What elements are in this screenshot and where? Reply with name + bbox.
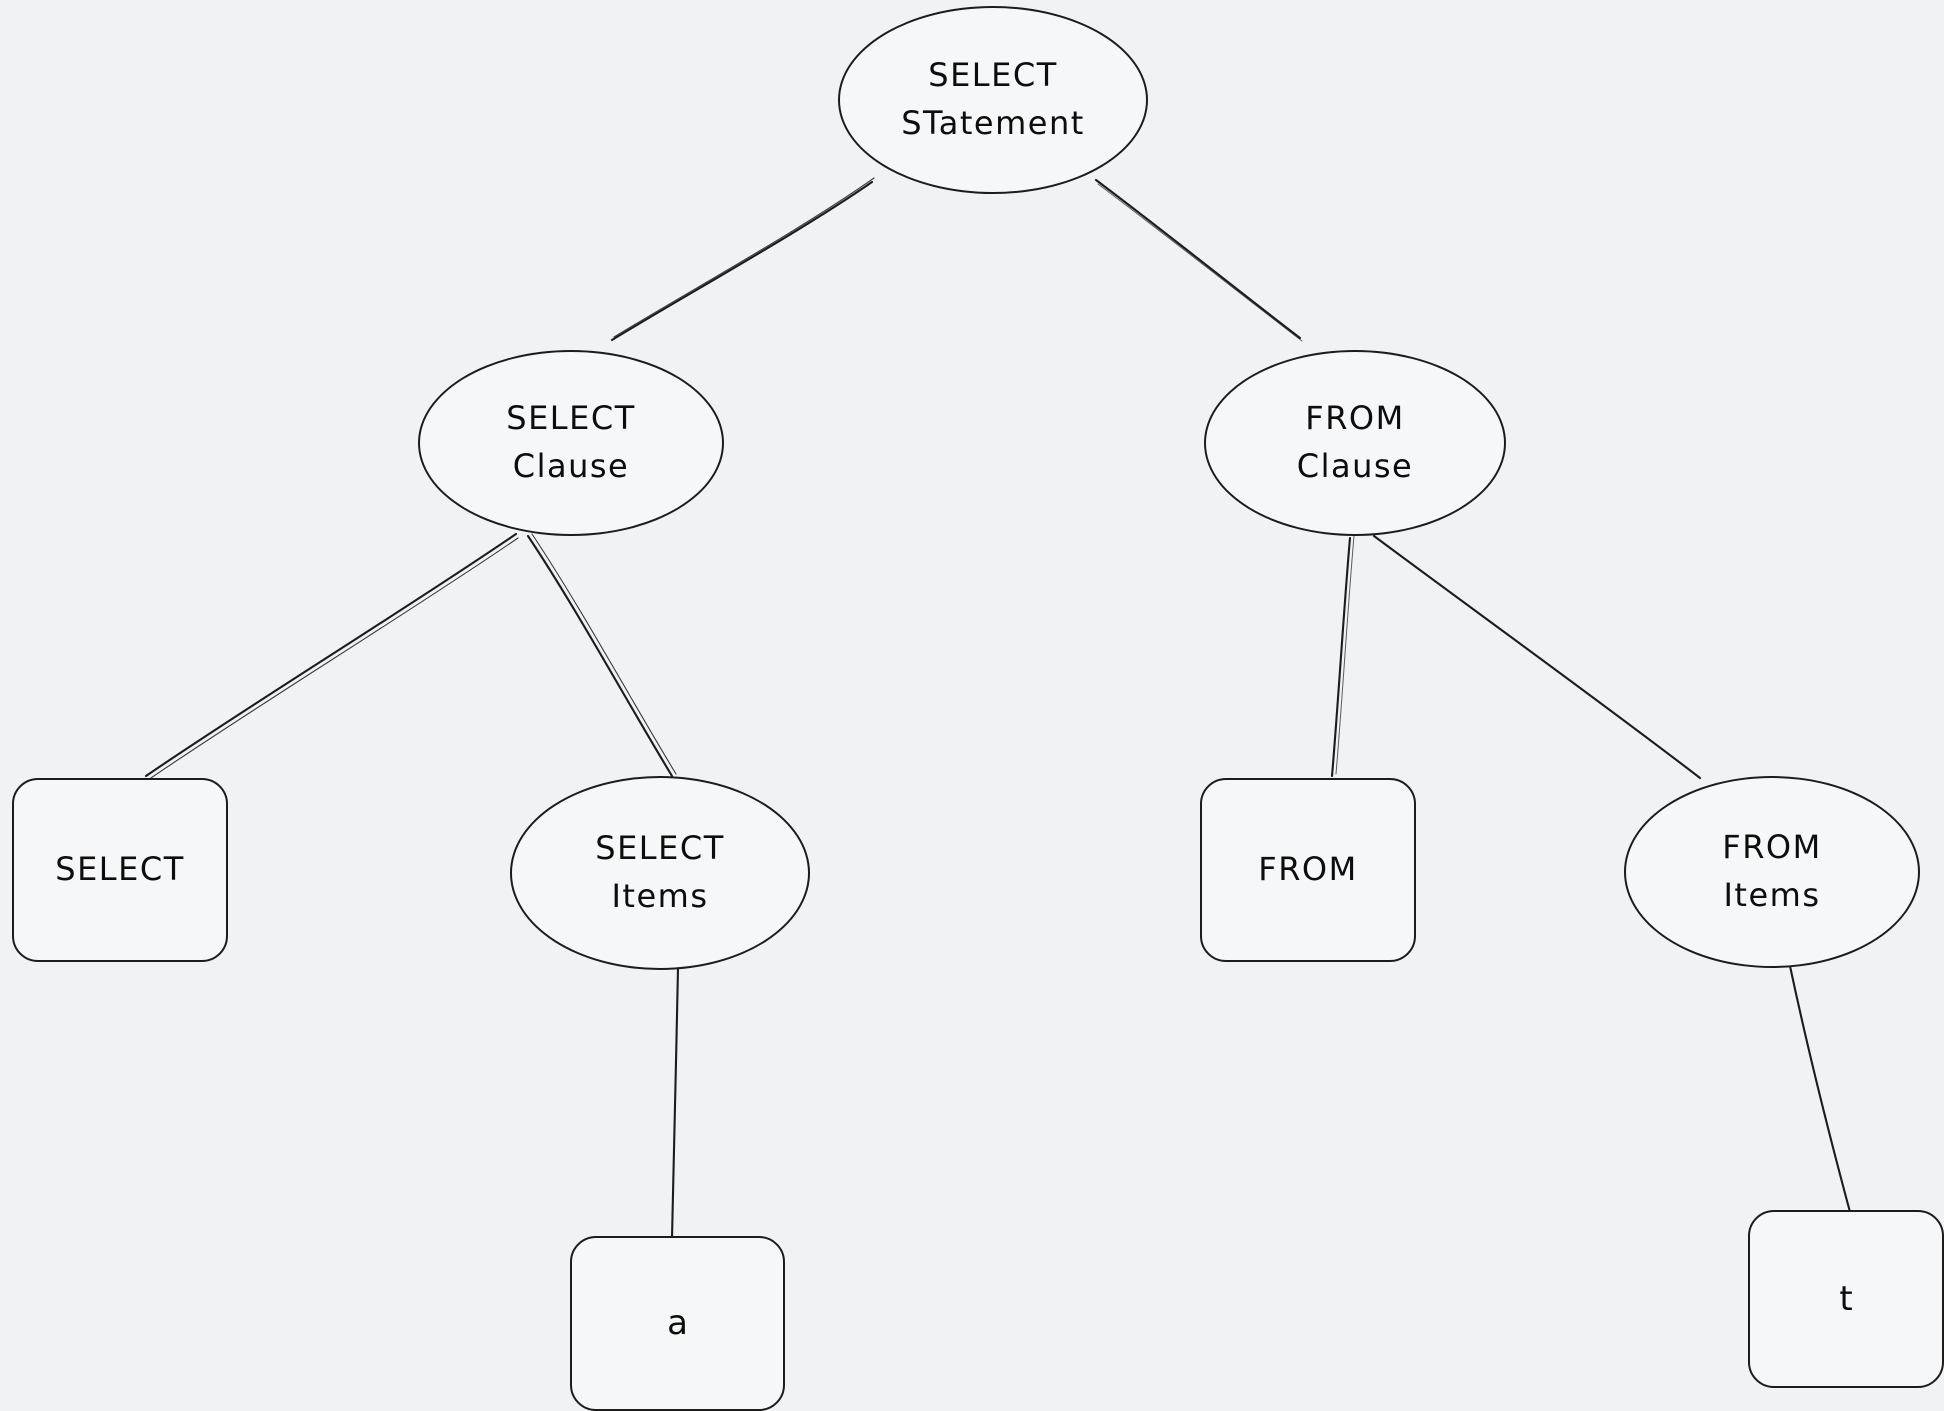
node-select-items-line2: Items: [611, 877, 709, 915]
node-select-terminal[interactable]: SELECT: [12, 778, 228, 962]
node-from-terminal-label: FROM: [1258, 850, 1358, 889]
node-select-clause-line2: Clause: [512, 447, 630, 485]
edge-select-clause-to-select-terminal-b: [147, 537, 519, 781]
node-select-items-line1: SELECT: [595, 829, 725, 868]
edge-select-clause-to-select-terminal: [144, 532, 518, 778]
edge-select-clause-to-select-items: [526, 534, 674, 778]
node-select-terminal-label: SELECT: [55, 850, 185, 889]
edge-root-to-select-clause-b: [613, 177, 875, 338]
node-column-a-label: a: [667, 1303, 688, 1344]
node-table-t[interactable]: t: [1748, 1210, 1944, 1388]
node-column-a[interactable]: a: [570, 1236, 785, 1411]
node-from-items-line1: FROM: [1722, 828, 1822, 867]
edge-root-to-select-clause: [610, 180, 874, 342]
node-select-clause-line1: SELECT: [506, 399, 636, 438]
edge-from-clause-to-from-terminal-b: [1335, 535, 1355, 775]
edge-select-clause-to-select-items-b: [531, 533, 677, 775]
node-from-clause[interactable]: FROM Clause: [1204, 350, 1506, 536]
node-select-items[interactable]: SELECT Items: [510, 776, 810, 970]
edge-from-items-to-table-t: [1788, 964, 1852, 1214]
node-from-clause-line1: FROM: [1305, 399, 1405, 438]
node-select-statement[interactable]: SELECT STatement: [838, 6, 1148, 194]
edge-root-to-from-clause-b: [1097, 183, 1303, 342]
node-from-terminal[interactable]: FROM: [1200, 778, 1416, 962]
node-select-statement-line2: STatement: [901, 104, 1085, 142]
node-from-clause-line2: Clause: [1296, 447, 1414, 485]
edge-from-clause-to-from-items: [1372, 534, 1702, 780]
node-from-items[interactable]: FROM Items: [1624, 776, 1920, 968]
edge-select-items-to-column-a: [670, 966, 680, 1240]
edge-from-clause-to-from-terminal: [1330, 536, 1352, 778]
node-from-items-line2: Items: [1723, 876, 1821, 914]
node-select-clause[interactable]: SELECT Clause: [418, 350, 724, 536]
node-select-statement-line1: SELECT: [928, 56, 1058, 95]
edge-root-to-from-clause: [1094, 178, 1302, 340]
node-table-t-label: t: [1839, 1278, 1853, 1319]
